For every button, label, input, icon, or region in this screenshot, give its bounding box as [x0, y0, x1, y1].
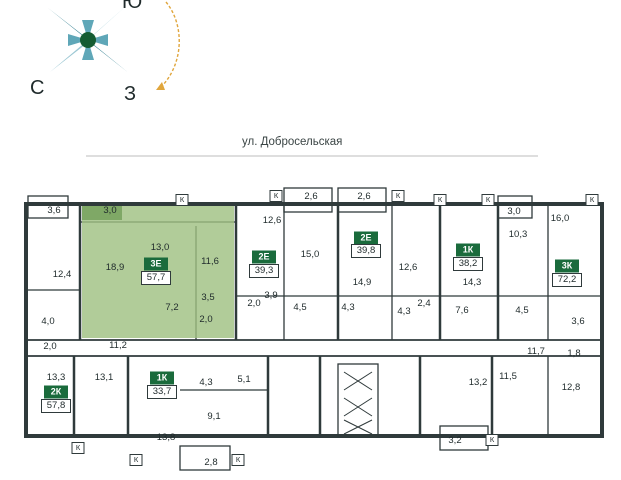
- room-area-label: 14,3: [462, 277, 482, 288]
- compass-rose: [48, 1, 180, 90]
- k-marker: К: [175, 194, 189, 206]
- k-marker: К: [231, 454, 245, 466]
- room-area-label: 4,3: [341, 302, 355, 313]
- room-area-label: 7,6: [455, 305, 469, 316]
- room-area-label: 2,4: [417, 298, 431, 309]
- room-area-label: 2,0: [247, 298, 261, 309]
- apartment-area-badge: 33,7: [147, 385, 177, 399]
- room-area-label: 13,3: [46, 372, 66, 383]
- room-area-label: 3,6: [571, 316, 585, 327]
- room-area-label: 1,8: [567, 348, 581, 359]
- room-area-label: 2,6: [357, 191, 371, 202]
- apartment-type-badge: 2К: [44, 385, 68, 399]
- room-area-label: 18,9: [105, 262, 125, 273]
- room-area-label: 2,0: [43, 341, 57, 352]
- room-area-label: 11,2: [109, 340, 127, 351]
- apartment-area-badge: 57,7: [141, 271, 171, 285]
- room-area-label: 3,6: [47, 205, 61, 216]
- k-marker: К: [433, 194, 447, 206]
- room-area-label: 2,6: [304, 191, 318, 202]
- room-area-label: 14,9: [352, 277, 372, 288]
- room-area-label: 4,5: [515, 305, 529, 316]
- k-marker: К: [485, 434, 499, 446]
- room-area-label: 11,6: [201, 256, 219, 267]
- room-area-label: 13,8: [156, 432, 176, 443]
- room-area-label: 2,8: [204, 457, 218, 468]
- room-area-label: 3,2: [448, 435, 462, 446]
- apartment-area-badge: 39,8: [351, 244, 381, 258]
- street-name: ул. Добросельская: [242, 136, 343, 148]
- room-area-label: 2,0: [199, 314, 213, 325]
- apartment-type-badge: 2Е: [252, 250, 276, 264]
- room-area-label: 9,1: [207, 411, 221, 422]
- apartment-area-badge: 72,2: [552, 273, 582, 287]
- room-area-label: 3,5: [201, 292, 215, 303]
- apartment-type-badge: 1К: [150, 371, 174, 385]
- apartment-type-badge: 2Е: [354, 231, 378, 245]
- apartment-type-badge: 3К: [555, 259, 579, 273]
- k-marker: К: [71, 442, 85, 454]
- k-marker: К: [481, 194, 495, 206]
- room-area-label: 11,7: [527, 346, 545, 357]
- room-area-label: 15,0: [300, 249, 320, 260]
- room-area-label: 10,3: [508, 229, 528, 240]
- compass-letter-north: С: [30, 77, 45, 99]
- apartment-type-badge: 3Е: [144, 257, 168, 271]
- room-area-label: 12,4: [52, 269, 72, 280]
- k-marker: К: [269, 190, 283, 202]
- apartment-area-badge: 39,3: [249, 264, 279, 278]
- compass-letter-west: З: [124, 83, 137, 105]
- room-area-label: 13,2: [468, 377, 488, 388]
- apartment-area-badge: 57,8: [41, 399, 71, 413]
- apartment-type-badge: 1К: [456, 243, 480, 257]
- room-area-label: 4,5: [293, 302, 307, 313]
- room-area-label: 4,3: [397, 306, 411, 317]
- room-area-label: 7,2: [165, 302, 179, 313]
- k-marker: К: [129, 454, 143, 466]
- room-area-label: 12,6: [262, 215, 282, 226]
- room-area-label: 16,0: [550, 213, 570, 224]
- room-area-label: 13,1: [94, 372, 114, 383]
- room-area-label: 12,6: [398, 262, 418, 273]
- room-area-label: 3,0: [507, 206, 521, 217]
- room-area-label: 3,9: [264, 290, 278, 301]
- room-area-label: 4,3: [199, 377, 213, 388]
- k-marker: К: [585, 194, 599, 206]
- room-area-label: 5,1: [237, 374, 251, 385]
- room-area-label: 12,8: [561, 382, 581, 393]
- room-area-label: 4,0: [41, 316, 55, 327]
- k-marker: К: [391, 190, 405, 202]
- room-area-label: 11,5: [499, 371, 517, 382]
- apartment-area-badge: 38,2: [453, 257, 483, 271]
- compass-letter-south: Ю: [122, 0, 143, 13]
- room-area-label: 3,0: [103, 205, 117, 216]
- room-area-label: 13,0: [150, 242, 170, 253]
